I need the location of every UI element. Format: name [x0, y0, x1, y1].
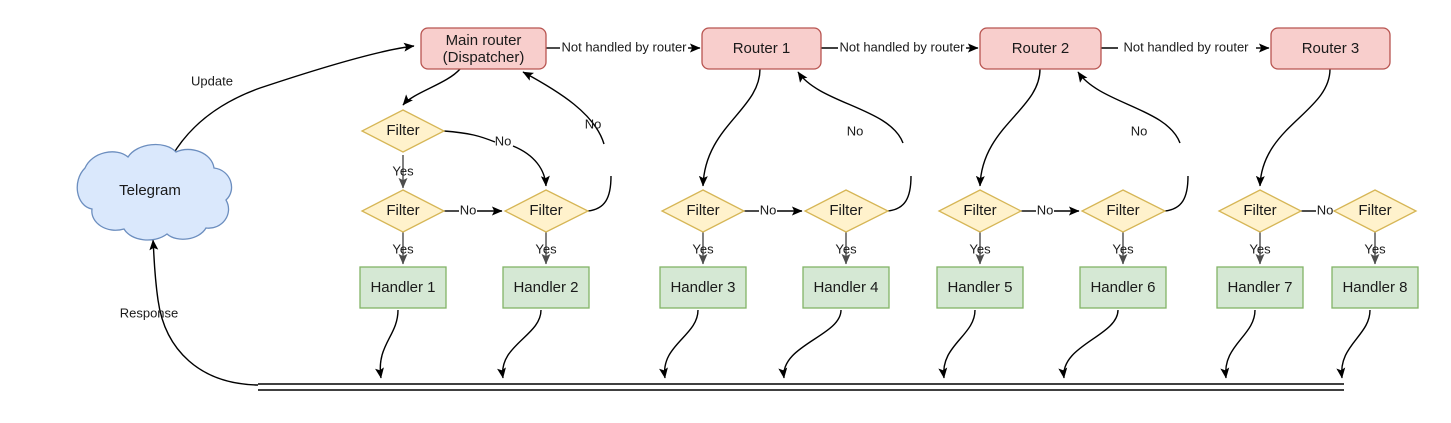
node-filter-1[interactable]: Filter [360, 189, 446, 233]
response-bus [258, 383, 1344, 391]
edge-handler-5-to-bus [938, 309, 976, 379]
edge-filter-a-no-to-filter-2 [443, 130, 550, 187]
edge-label-yes-2: Yes [392, 241, 414, 256]
handler-8-label: Handler 8 [1342, 279, 1407, 296]
edge-mainrouter-to-filter-a [402, 68, 461, 106]
edge-label-yes-9: Yes [1364, 241, 1386, 256]
edge-label-yes-7: Yes [1112, 241, 1134, 256]
handler-5-label: Handler 5 [947, 279, 1012, 296]
node-handler-8[interactable]: Handler 8 [1331, 266, 1419, 309]
edge-handler-6-to-bus [1058, 309, 1119, 379]
node-filter-7[interactable]: Filter [1217, 189, 1303, 233]
edge-label-update: Update [191, 73, 233, 88]
node-handler-4[interactable]: Handler 4 [802, 266, 890, 309]
edge-label-no-2: No [585, 116, 602, 131]
filter-5-label: Filter [963, 202, 996, 219]
edge-router1-to-filter-3 [698, 68, 761, 187]
node-handler-2[interactable]: Handler 2 [502, 266, 590, 309]
main-router-label-line1: Main router [446, 32, 522, 49]
node-handler-7[interactable]: Handler 7 [1216, 266, 1304, 309]
edge-label-no-8: No [1317, 202, 1334, 217]
edge-handler-4-to-bus [778, 309, 842, 379]
edge-label-yes-1: Yes [392, 163, 414, 178]
handler-7-label: Handler 7 [1227, 279, 1292, 296]
handler-4-label: Handler 4 [813, 279, 878, 296]
edge-label-no-7: No [1131, 123, 1148, 138]
edge-label-not-handled-3: Not handled by router [1123, 39, 1249, 54]
edge-handler-2-to-bus [497, 309, 542, 379]
edge-label-yes-8: Yes [1249, 241, 1271, 256]
edge-label-no-5: No [847, 123, 864, 138]
edge-label-yes-5: Yes [835, 241, 857, 256]
filter-a-label: Filter [386, 122, 419, 139]
node-handler-5[interactable]: Handler 5 [936, 266, 1024, 309]
edge-filter-6-no-to-router2 [1077, 71, 1189, 212]
node-handler-6[interactable]: Handler 6 [1079, 266, 1167, 309]
node-main-router[interactable]: Main router (Dispatcher) [420, 27, 547, 70]
node-handler-3[interactable]: Handler 3 [659, 266, 747, 309]
node-handler-1[interactable]: Handler 1 [359, 266, 447, 309]
router-1-label: Router 1 [733, 40, 791, 57]
filter-3-label: Filter [686, 202, 719, 219]
edge-label-no-4: No [760, 202, 777, 217]
edge-filter-2-no-to-mainrouter [522, 71, 612, 212]
node-filter-a[interactable]: Filter [360, 109, 446, 153]
edge-label-not-handled-2: Not handled by router [839, 39, 965, 54]
main-router-label-line2: (Dispatcher) [443, 49, 525, 66]
edge-label-yes-3: Yes [535, 241, 557, 256]
edge-handler-7-to-bus [1220, 309, 1256, 379]
filter-2-label: Filter [529, 202, 562, 219]
filter-7-label: Filter [1243, 202, 1276, 219]
node-filter-3[interactable]: Filter [660, 189, 746, 233]
edge-label-no-3: No [460, 202, 477, 217]
node-telegram[interactable]: Telegram [76, 143, 233, 241]
edge-label-no-1: No [495, 133, 512, 148]
node-router-3[interactable]: Router 3 [1270, 27, 1391, 70]
node-filter-8[interactable]: Filter [1332, 189, 1418, 233]
edge-handler-8-to-bus [1336, 309, 1371, 379]
edge-filter-4-no-to-router1 [797, 71, 912, 212]
telegram-label: Telegram [119, 182, 181, 199]
handler-2-label: Handler 2 [513, 279, 578, 296]
node-router-1[interactable]: Router 1 [701, 27, 822, 70]
handler-6-label: Handler 6 [1090, 279, 1155, 296]
node-filter-2[interactable]: Filter [503, 189, 590, 233]
edge-router2-to-filter-5 [975, 68, 1041, 187]
filter-6-label: Filter [1106, 202, 1139, 219]
filter-4-label: Filter [829, 202, 862, 219]
edge-label-not-handled-1: Not handled by router [561, 39, 687, 54]
edge-handler-3-to-bus [659, 309, 699, 379]
node-router-2[interactable]: Router 2 [979, 27, 1102, 70]
edge-handler-1-to-bus [375, 309, 399, 379]
filter-8-label: Filter [1358, 202, 1391, 219]
handler-1-label: Handler 1 [370, 279, 435, 296]
edge-label-yes-4: Yes [692, 241, 714, 256]
edge-label-yes-6: Yes [969, 241, 991, 256]
node-filter-6[interactable]: Filter [1080, 189, 1167, 233]
filter-1-label: Filter [386, 202, 419, 219]
edge-response [149, 239, 259, 386]
node-filter-4[interactable]: Filter [803, 189, 890, 233]
handler-3-label: Handler 3 [670, 279, 735, 296]
node-filter-5[interactable]: Filter [937, 189, 1023, 233]
router-2-label: Router 2 [1012, 40, 1070, 57]
edge-label-no-6: No [1037, 202, 1054, 217]
router-3-label: Router 3 [1302, 40, 1360, 57]
edge-label-response: Response [120, 305, 179, 320]
edge-router3-to-filter-7 [1255, 68, 1331, 187]
